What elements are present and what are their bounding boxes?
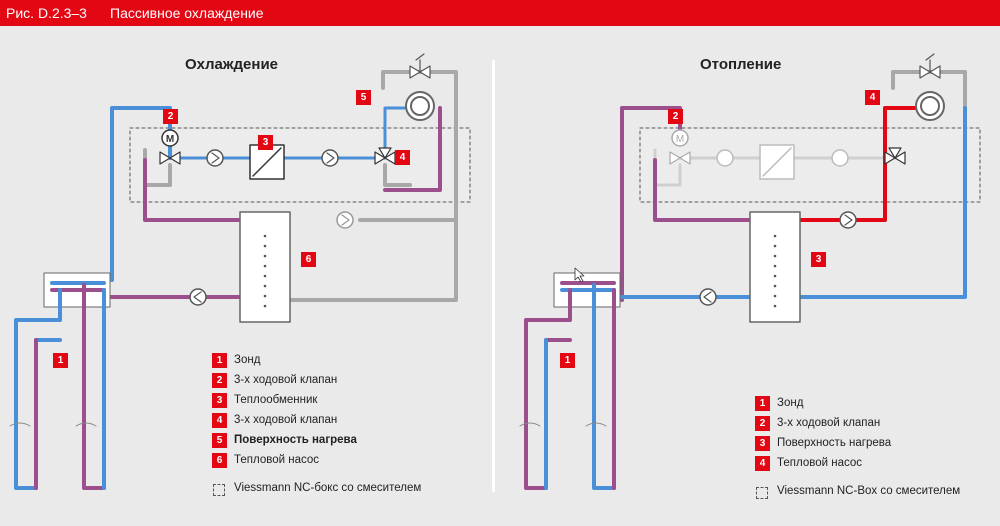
pump-icon bbox=[321, 149, 339, 167]
heating-title: Отопление bbox=[700, 56, 782, 73]
pump-icon bbox=[839, 211, 857, 229]
pump-icon bbox=[831, 149, 849, 167]
badge-3: 3 bbox=[811, 252, 826, 267]
badge-5: 5 bbox=[356, 90, 371, 105]
purple-pipe-right bbox=[383, 106, 442, 192]
blue-pipe-return bbox=[798, 106, 967, 299]
valve-right-icon bbox=[884, 151, 896, 165]
dashed-box-icon bbox=[213, 484, 225, 496]
badge-2: 2 bbox=[163, 109, 178, 124]
pump-icon bbox=[206, 149, 224, 167]
header-bar: Рис. D.2.3–3 Пассивное охлаждение bbox=[0, 0, 1000, 26]
valve-left-icon bbox=[159, 151, 171, 165]
schematic-diagram: M bbox=[9, 53, 981, 490]
badge-4: 4 bbox=[865, 90, 880, 105]
pump-icon bbox=[336, 211, 354, 229]
figure-title: Пассивное охлаждение bbox=[110, 5, 264, 21]
svg-text:M: M bbox=[676, 134, 684, 145]
heating-schematic: M bbox=[519, 53, 981, 490]
cooling-schematic: M bbox=[9, 53, 471, 490]
badge-1: 1 bbox=[560, 353, 575, 368]
gray-pipe-return bbox=[288, 218, 458, 302]
motor-icon bbox=[161, 129, 179, 147]
badge-3: 3 bbox=[258, 135, 273, 150]
cursor-icon bbox=[574, 267, 585, 283]
badge-4: 4 bbox=[395, 150, 410, 165]
pump-icon bbox=[699, 288, 717, 306]
badge-1: 1 bbox=[53, 353, 68, 368]
probe-right bbox=[82, 283, 106, 490]
nc-box-right bbox=[639, 127, 981, 203]
badge-2: 2 bbox=[668, 109, 683, 124]
dashed-box-icon bbox=[756, 487, 768, 499]
svg-text:M: M bbox=[166, 134, 174, 145]
gray-pipe-inner2 bbox=[383, 163, 412, 187]
panel-divider bbox=[492, 60, 495, 492]
pump-icon bbox=[189, 288, 207, 306]
motor-icon bbox=[671, 129, 689, 147]
valve-right-icon bbox=[374, 151, 386, 165]
pump-icon bbox=[716, 149, 734, 167]
figure-number: Рис. D.2.3–3 bbox=[6, 5, 87, 21]
cooling-title: Охлаждение bbox=[185, 56, 279, 73]
red-pipe-supply bbox=[798, 106, 917, 222]
purple-pipe-main bbox=[143, 158, 242, 222]
badge-6: 6 bbox=[301, 252, 316, 267]
